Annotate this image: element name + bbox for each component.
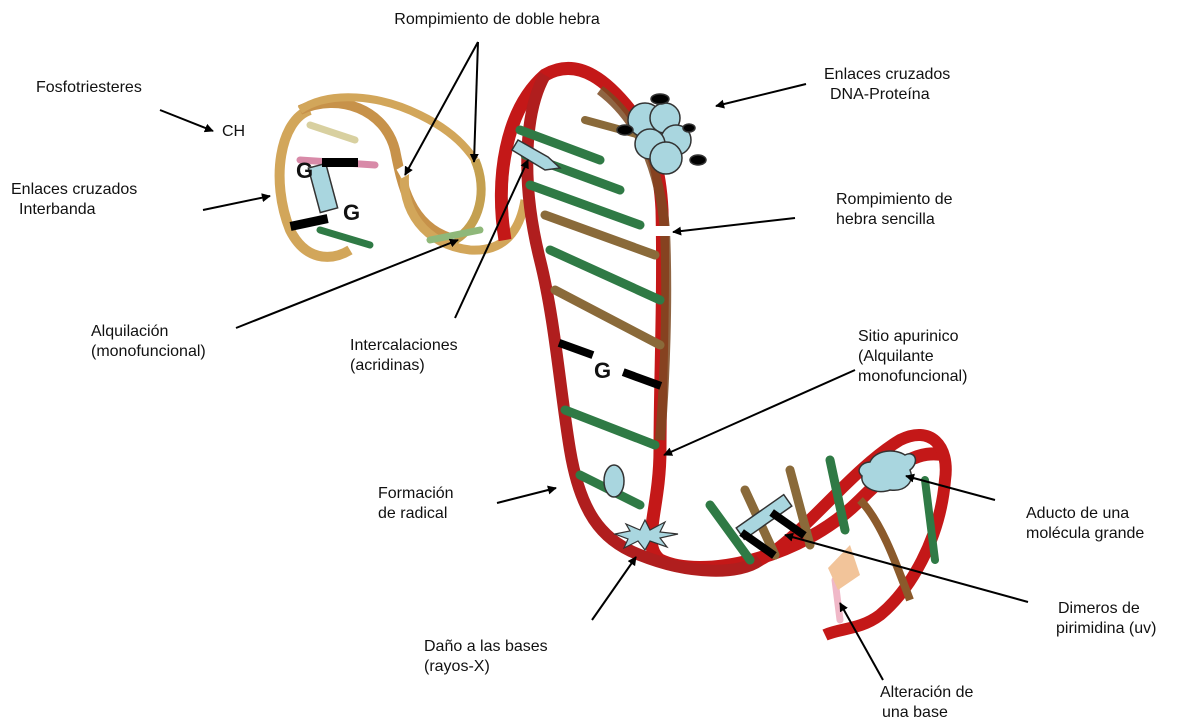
label-base-damage-line2: (rayos-X) [424, 657, 548, 677]
arrow-icon [160, 110, 213, 131]
label-adduct: Aducto de una molécula grande [1026, 504, 1144, 544]
single-strand-break-gap [655, 226, 671, 236]
label-interstrand: Enlaces cruzados Interbanda [11, 180, 137, 220]
g-letter-lower: G [343, 200, 360, 225]
label-base-damage-line1: Daño a las bases [424, 637, 548, 657]
label-single-strand-line1: Rompimiento de [836, 190, 953, 210]
label-alkylation-line2: (monofuncional) [91, 342, 206, 362]
label-intercalation: Intercalaciones (acridinas) [350, 336, 458, 376]
g-letter-upper: G [296, 158, 313, 183]
label-pyrimidine-dimers: Dimeros de pirimidina (uv) [1056, 599, 1156, 639]
ch-label: CH [222, 123, 245, 140]
label-apurinic-site: Sitio apurinico (Alquilante monofunciona… [858, 327, 967, 387]
helix-lower-right-back [860, 500, 910, 600]
arrow-icon [203, 196, 270, 210]
arrow-icon [664, 370, 855, 455]
label-alkylation-line1: Alquilación [91, 322, 206, 342]
label-dna-protein: Enlaces cruzados DNA-Proteína [824, 65, 950, 105]
label-interstrand-line1: Enlaces cruzados [11, 180, 137, 200]
label-base-alteration-line2: una base [880, 703, 973, 723]
label-base-alteration: Alteración de una base [880, 683, 973, 723]
label-interstrand-line2: Interbanda [11, 200, 137, 220]
label-dimers-line1: Dimeros de [1056, 599, 1156, 619]
label-intercalation-line1: Intercalaciones [350, 336, 458, 356]
label-dna-protein-line2: DNA-Proteína [824, 85, 950, 105]
arrow-icon [592, 557, 636, 620]
label-alkylation: Alquilación (monofuncional) [91, 322, 206, 362]
label-adduct-line2: molécula grande [1026, 524, 1144, 544]
ellipse-icon [604, 465, 624, 497]
arrow-icon [474, 42, 478, 162]
arrow-icon [716, 84, 806, 106]
label-radical-line2: de radical [378, 504, 454, 524]
label-radical-line1: Formación [378, 484, 454, 504]
arrow-icon [673, 218, 795, 232]
label-double-strand-break: Rompimiento de doble hebra [352, 10, 642, 30]
label-dimers-line2: pirimidina (uv) [1056, 619, 1156, 639]
label-dna-protein-line1: Enlaces cruzados [824, 65, 950, 85]
label-apurinic-line3: monofuncional) [858, 367, 967, 387]
arrow-icon [497, 488, 556, 503]
label-intercalation-line2: (acridinas) [350, 356, 458, 376]
label-apurinic-line2: (Alquilante [858, 347, 967, 367]
apurinic-bar-left [558, 339, 595, 359]
g-letter-apurinic: G [594, 358, 611, 383]
label-base-damage: Daño a las bases (rayos-X) [424, 637, 548, 677]
label-single-strand-break: Rompimiento de hebra sencilla [836, 190, 953, 230]
black-bar-upper [322, 158, 358, 167]
label-single-strand-line2: hebra sencilla [836, 210, 953, 230]
label-base-alteration-line1: Alteración de [880, 683, 973, 703]
double-strand-break-gap-2 [458, 166, 475, 185]
label-apurinic-line1: Sitio apurinico [858, 327, 967, 347]
label-adduct-line1: Aducto de una [1026, 504, 1144, 524]
label-phosphotriesters: Fosfotriesteres [36, 78, 142, 98]
label-radical-formation: Formación de radical [378, 484, 454, 524]
